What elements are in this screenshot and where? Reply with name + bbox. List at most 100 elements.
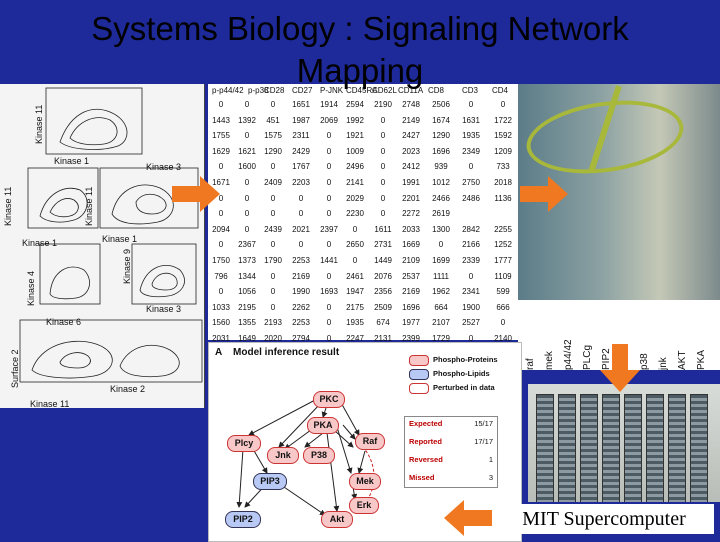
table-cell: 2031 [212, 333, 230, 343]
table-cell: 2018 [494, 177, 512, 187]
table-cell: 1033 [212, 302, 230, 312]
table-cell: 2748 [402, 100, 420, 109]
table-cell: 0 [218, 209, 224, 219]
table-cell: 2496 [346, 162, 364, 172]
column-header: p-p44/42 [212, 86, 244, 95]
table-cell: 2439 [264, 224, 282, 234]
table-cell: 1722 [494, 115, 512, 125]
table-cell: 2094 [212, 224, 230, 234]
stat-label: Reported [409, 437, 442, 446]
node-akt: Akt [321, 511, 353, 528]
table-cell: 1790 [264, 255, 282, 265]
model-heading: A Model inference result [215, 347, 339, 358]
node-p38: P38 [303, 447, 335, 464]
table-cell: 1674 [432, 115, 450, 125]
table-cell: 0 [326, 209, 332, 219]
supercomputer-photo [528, 384, 720, 502]
table-cell: 2349 [462, 146, 480, 156]
table-cell: 1962 [432, 287, 450, 297]
table-cell: 0 [270, 271, 276, 281]
server-rack [558, 394, 576, 502]
stat-value: 17/17 [474, 437, 493, 446]
table-cell: 0 [326, 162, 332, 172]
table-cell: 0 [468, 100, 474, 109]
node-pip3: PIP3 [253, 473, 287, 490]
table-cell: 1649 [238, 333, 256, 343]
table-cell: 664 [434, 302, 448, 312]
table-cell: 2427 [402, 131, 420, 141]
table-cell: 1300 [432, 224, 450, 234]
table-cell: 0 [380, 162, 386, 172]
table-cell: 0 [380, 131, 386, 141]
column-header: CD27 [292, 86, 313, 95]
table-cell: 2356 [374, 287, 392, 297]
table-cell: 0 [298, 209, 304, 219]
table-cell: 2750 [462, 177, 480, 187]
table-cell: 0 [500, 318, 506, 328]
table-cell: 1600 [238, 162, 256, 172]
table-cell: 2486 [462, 193, 480, 203]
model-inference-panel: A Model inference result [208, 342, 522, 542]
flow-label: Kinase 11 [84, 186, 94, 226]
table-cell: 1693 [320, 287, 338, 297]
legend-label: Phospho-Proteins [433, 355, 498, 364]
table-cell: 2253 [292, 318, 310, 328]
table-cell: 2619 [432, 209, 450, 219]
table-cell: 2311 [292, 131, 310, 141]
table-cell: 1209 [494, 146, 512, 156]
table-cell: 1136 [494, 193, 512, 203]
table-cell: 0 [298, 193, 304, 203]
node-mek: Mek [349, 473, 381, 490]
table-cell: 1696 [402, 302, 420, 312]
table-cell: 0 [380, 193, 386, 203]
column-header: CD62L [372, 86, 397, 95]
table-cell: 0 [270, 100, 276, 109]
table-cell: 2109 [402, 255, 420, 265]
table-cell: 0 [270, 287, 276, 297]
table-cell: 2140 [494, 333, 512, 343]
flow-label: Kinase 1 [54, 156, 90, 166]
flow-label: Kinase 1 [102, 234, 138, 244]
table-cell: 2247 [346, 333, 364, 343]
flow-label: Kinase 3 [146, 162, 182, 172]
flow-label: Kinase 3 [146, 304, 182, 314]
flow-label: Kinase 11 [3, 186, 13, 226]
arrow-down-icon [600, 344, 640, 392]
title-line-2: Mapping [296, 52, 424, 89]
table-cell: 0 [326, 177, 332, 187]
table-cell: 2169 [292, 271, 310, 281]
table-cell: 1900 [462, 302, 480, 312]
legend-label: Phospho-Lipids [433, 369, 490, 378]
table-cell: 2107 [432, 318, 450, 328]
table-cell: 2190 [374, 100, 392, 109]
table-cell: 0 [244, 193, 250, 203]
flow-cytometry-panel: Kinase 11 Kinase 1 Kinase 3 Kinase 11 Ki… [0, 84, 205, 408]
table-cell: 0 [270, 240, 276, 250]
table-cell: 796 [214, 271, 228, 281]
table-cell: 2399 [402, 333, 420, 343]
table-cell: 0 [326, 271, 332, 281]
node-plcy: Plcy [227, 435, 261, 452]
table-cell: 2255 [494, 224, 512, 234]
table-cell: 674 [376, 318, 390, 328]
table-cell: 1056 [238, 287, 256, 297]
legend-swatch-protein [409, 355, 429, 366]
server-rack [536, 394, 554, 502]
table-cell: 1651 [292, 100, 310, 109]
column-header: CD45RA [346, 86, 378, 95]
table-cell: 2230 [346, 209, 364, 219]
table-cell: 733 [496, 162, 510, 172]
table-cell: 2397 [320, 224, 338, 234]
flow-label: Surface 2 [10, 349, 20, 388]
table-cell: 0 [380, 209, 386, 219]
table-cell: 2141 [346, 177, 364, 187]
table-cell: 1611 [374, 224, 392, 234]
table-cell: 0 [218, 287, 224, 297]
table-cell: 451 [266, 115, 280, 125]
